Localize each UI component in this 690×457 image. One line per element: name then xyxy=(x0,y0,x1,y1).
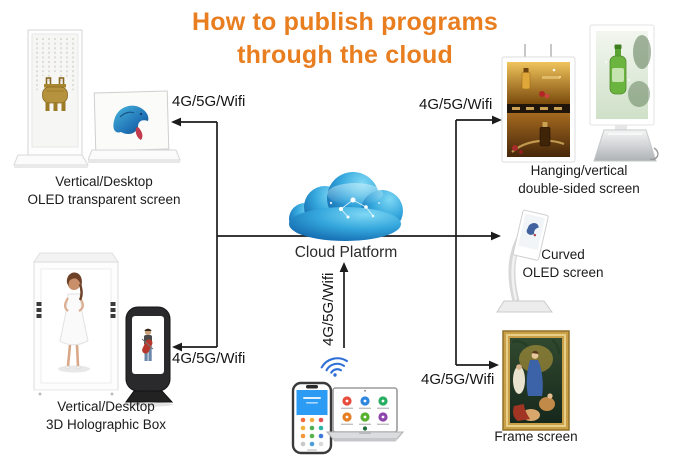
page-title-line1: How to publish programs xyxy=(192,8,498,36)
cosmetic-ad-top xyxy=(521,68,561,99)
arrow-right-bottom-icon xyxy=(489,360,499,370)
fish-mark-graphic xyxy=(526,223,539,237)
side-clip-icons xyxy=(36,302,116,318)
cloud-icon xyxy=(283,170,409,247)
label-oled-transparent-screen: Vertical/Desktop OLED transparent screen xyxy=(27,174,181,207)
link-label-bottom-right: 4G/5G/Wifi xyxy=(421,371,495,388)
arrow-left-top-icon xyxy=(171,117,181,127)
hologram-woman-graphic xyxy=(58,272,90,373)
arrow-right-middle-icon xyxy=(491,231,501,241)
desktop-oled-transparent-screen xyxy=(87,86,188,173)
arrow-up-icon xyxy=(339,262,349,272)
link-label-top-left: 4G/5G/Wifi xyxy=(172,93,246,110)
label-holographic-box: Vertical/Desktop 3D Holographic Box xyxy=(45,399,167,432)
phone-graphic xyxy=(291,381,335,457)
classical-painting-graphic xyxy=(511,339,561,421)
label-curved-oled-screen: Curved OLED screen xyxy=(522,247,604,280)
hologram-guitarist-graphic xyxy=(141,328,154,361)
label-frame-screen: Frame screen xyxy=(494,429,578,444)
link-label-top-right: 4G/5G/Wifi xyxy=(419,96,493,113)
bronze-vessel-graphic xyxy=(42,77,68,111)
frame-screen xyxy=(502,330,572,437)
curved-oled-screen xyxy=(492,204,564,323)
cosmetic-ad-bottom xyxy=(511,122,565,155)
holographic-box-desktop xyxy=(118,303,180,412)
vertical-double-sided-screen xyxy=(584,22,666,169)
holographic-box-vertical xyxy=(24,250,124,405)
link-label-uplink: 4G/5G/Wifi xyxy=(320,272,337,346)
wifi-signal-icon xyxy=(318,350,354,383)
page-title-line2: through the cloud xyxy=(237,41,453,69)
cloud-platform-label: Cloud Platform xyxy=(294,244,398,261)
link-label-bottom-left: 4G/5G/Wifi xyxy=(172,350,246,367)
koi-fish-graphic xyxy=(113,105,149,140)
hanging-double-sided-screen xyxy=(498,44,580,171)
phone-app-icons xyxy=(300,417,324,447)
bottle-ad-graphic xyxy=(604,44,631,95)
arrow-left-bottom-icon xyxy=(172,342,182,352)
page-title: How to publish programs through the clou… xyxy=(130,6,560,72)
label-double-sided-screen: Hanging/vertical double-sided screen xyxy=(518,163,640,196)
arrow-right-top-icon xyxy=(492,115,502,125)
vertical-oled-transparent-screen xyxy=(12,26,94,177)
laptop-app-icons xyxy=(341,396,389,431)
laptop-graphic xyxy=(325,386,405,451)
